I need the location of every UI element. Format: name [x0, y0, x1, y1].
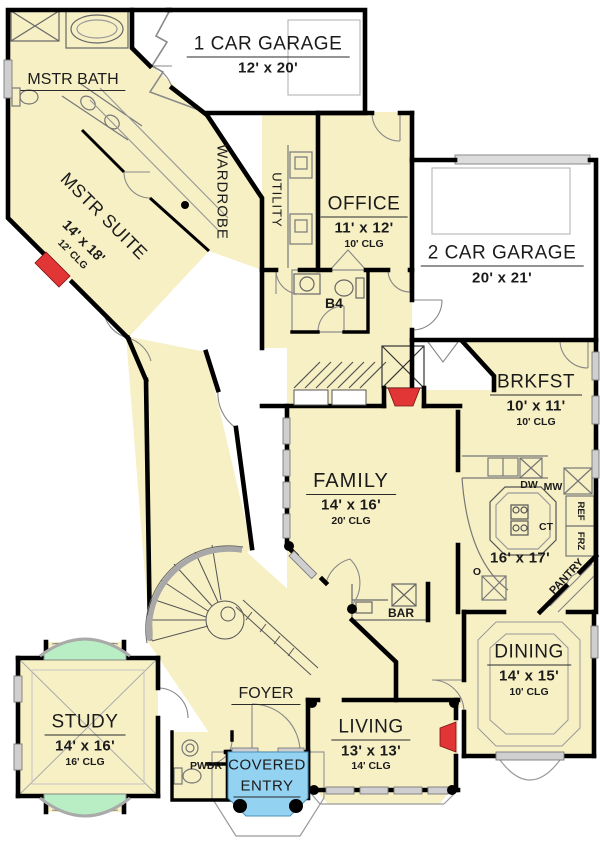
suite-corridor-wall	[80, 128, 211, 253]
green-arch-bottom-outer	[39, 796, 131, 818]
kitchen-island	[489, 486, 557, 556]
fireplaces	[34, 251, 457, 753]
living-clg: 14' CLG	[351, 759, 391, 772]
family-fireplace	[387, 387, 421, 407]
walls	[5, 7, 600, 815]
floor-pwdr	[172, 732, 232, 800]
floor-landing	[262, 268, 292, 348]
covered-entry-label-line1: COVERED	[228, 756, 306, 774]
dining-dims: 14' x 15'	[499, 667, 559, 685]
utility-label: UTILITY	[269, 172, 285, 228]
floor-mstr-suite	[8, 126, 209, 338]
pwdr-fixtures	[173, 739, 202, 785]
oven-label: O	[472, 565, 482, 578]
living-label: LIVING	[331, 716, 411, 741]
spiral-glass-wall	[146, 546, 243, 641]
mw-label: MW	[543, 480, 563, 493]
ct-label: CT	[539, 520, 553, 533]
garage2-floor	[412, 158, 596, 340]
garage1-label: 1 CAR GARAGE	[186, 33, 350, 58]
bar-label: BAR	[388, 606, 414, 620]
garage2-door-band	[454, 154, 591, 165]
ref-label: REF	[574, 501, 586, 521]
dishwasher	[519, 457, 543, 479]
bar-counter	[351, 583, 428, 621]
dining-tray-ceiling	[477, 621, 581, 747]
covered-entry-label-line2: ENTRY	[233, 777, 301, 798]
kitchen-counter	[461, 455, 595, 601]
columns	[181, 201, 459, 813]
pantry-shelves	[549, 563, 597, 613]
family-label: FAMILY	[306, 470, 396, 495]
brkfst-clg: 10' CLG	[516, 415, 556, 428]
floor-dining	[462, 612, 594, 756]
spiral-staircase	[149, 544, 319, 676]
garage2-label: 2 CAR GARAGE	[420, 242, 584, 267]
study-label: STUDY	[44, 711, 126, 736]
green-arch-top-outer	[39, 637, 131, 658]
b4-label: B4	[325, 295, 343, 311]
family-niches	[293, 389, 367, 406]
brkfst-dims: 10' x 11'	[506, 397, 566, 415]
oven	[481, 575, 507, 601]
wardrobe-shelves	[89, 87, 229, 231]
entry-porch-outline	[211, 751, 325, 837]
floor-gallery	[126, 336, 252, 640]
dining-label: DINING	[487, 641, 571, 666]
floor-living	[308, 700, 458, 790]
brkfst-label: BRKFST	[490, 371, 582, 396]
study-dims: 14' x 16'	[55, 737, 115, 755]
frz-label: FRZ	[574, 531, 586, 551]
pwdr-label: PWDR	[189, 759, 223, 772]
garages	[148, 8, 596, 340]
garage1-car-outline	[287, 19, 361, 96]
stairs-main	[293, 361, 387, 389]
dw-label: DW	[520, 478, 538, 491]
microwave	[563, 467, 593, 495]
family-dims: 14' x 16'	[321, 496, 381, 514]
living-fireplace	[439, 721, 457, 753]
floor-bath-corridor	[8, 8, 262, 270]
mstr-suite-fireplace	[34, 251, 71, 288]
utility-appliances	[287, 145, 313, 268]
office-dims: 11' x 12'	[334, 219, 394, 237]
garage2-dims: 20' x 21'	[472, 269, 532, 287]
living-dims: 13' x 13'	[341, 742, 401, 760]
office-clg: 10' CLG	[344, 237, 384, 250]
spiral-glass-edge	[145, 545, 244, 644]
study-clg: 16' CLG	[65, 755, 105, 768]
study-ceiling	[17, 657, 159, 797]
garage2-car-outline	[431, 167, 571, 235]
family-clg: 20' CLG	[331, 514, 371, 527]
garage1-dims: 12' x 20'	[238, 59, 298, 77]
foyer-label: FOYER	[231, 685, 301, 705]
kitchen-dims: 16' x 17'	[490, 549, 550, 567]
office-label: OFFICE	[320, 193, 408, 218]
family-diag-window	[288, 550, 318, 580]
cooktop	[510, 504, 529, 520]
covered-entry-floor	[227, 751, 309, 817]
study-bay-windows	[39, 637, 131, 818]
wardrobe-label: WARDROBE	[213, 144, 231, 240]
mstr-bath-label: MSTR BATH	[20, 71, 126, 91]
garage1-floor	[152, 8, 365, 113]
dining-clg: 10' CLG	[509, 685, 549, 698]
dining-terrace-arc	[499, 759, 561, 781]
